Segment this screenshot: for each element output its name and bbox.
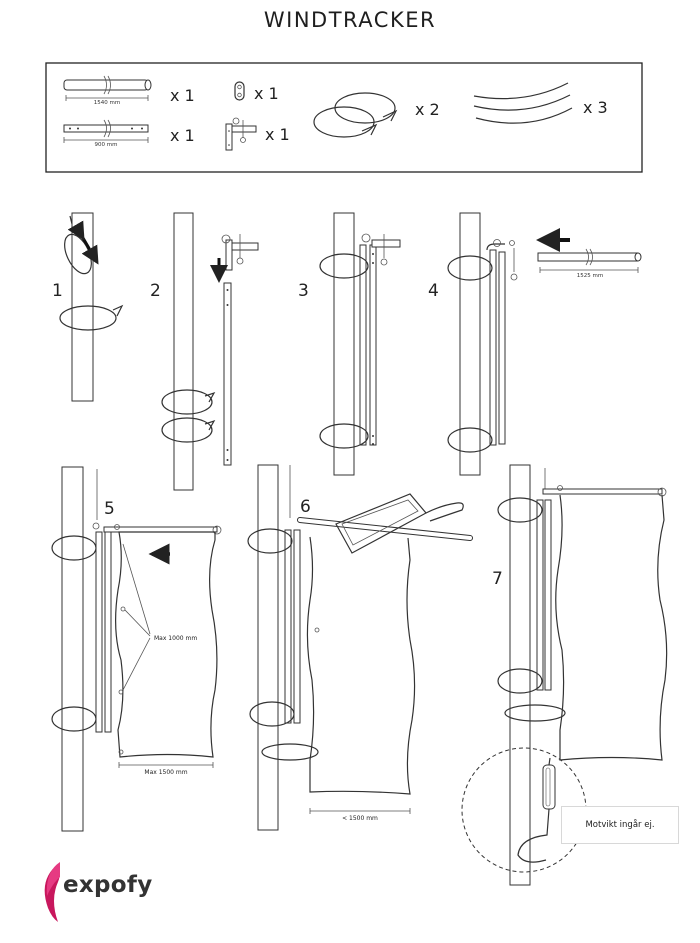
step-2-number: 2 [150,281,161,301]
step-6-number: 6 [300,497,311,517]
counterweight-note: Motvikt ingår ej. [561,806,679,844]
step-4-number: 4 [428,281,439,301]
step-5-illustration: Max 1000 mm Max 1500 mm [51,466,222,832]
expofy-logo-mark [44,862,60,922]
step-7-number: 7 [492,569,503,589]
dim-1525: 1525 mm [577,273,603,279]
dim-lt-1500: < 1500 mm [342,815,378,822]
step-5-number: 5 [104,499,115,519]
part-arcs [473,82,573,124]
qty-rings: x 2 [415,100,440,119]
dim-max-1000: Max 1000 mm [154,635,197,642]
step-3-illustration [319,212,401,476]
page-title: WINDTRACKER [263,8,437,32]
step-6-illustration: < 1500 mm [247,464,473,831]
part-pole-1540: 1540 mm [63,75,152,106]
part-bracket [225,117,257,151]
qty-bracket: x 1 [265,125,290,144]
dim-1540: 1540 mm [94,100,120,106]
step-1-number: 1 [52,281,63,301]
part-link [234,81,245,101]
step-4-illustration: 1525 mm [447,212,642,476]
expofy-logo-text: expofy [63,872,153,898]
qty-arcs: x 3 [583,98,608,117]
dim-max-1500: Max 1500 mm [144,769,187,776]
parts-box [45,62,643,173]
qty-link: x 1 [254,84,279,103]
step-2-illustration [161,212,259,491]
qty-bar-900: x 1 [170,126,195,145]
dim-900: 900 mm [95,142,118,148]
step-3-number: 3 [298,281,309,301]
step-1-illustration [59,212,124,402]
counterweight-note-text: Motvikt ingår ej. [585,820,655,830]
part-rings [313,92,398,138]
part-bar-900: 900 mm [63,119,149,148]
qty-pole-1540: x 1 [170,86,195,105]
